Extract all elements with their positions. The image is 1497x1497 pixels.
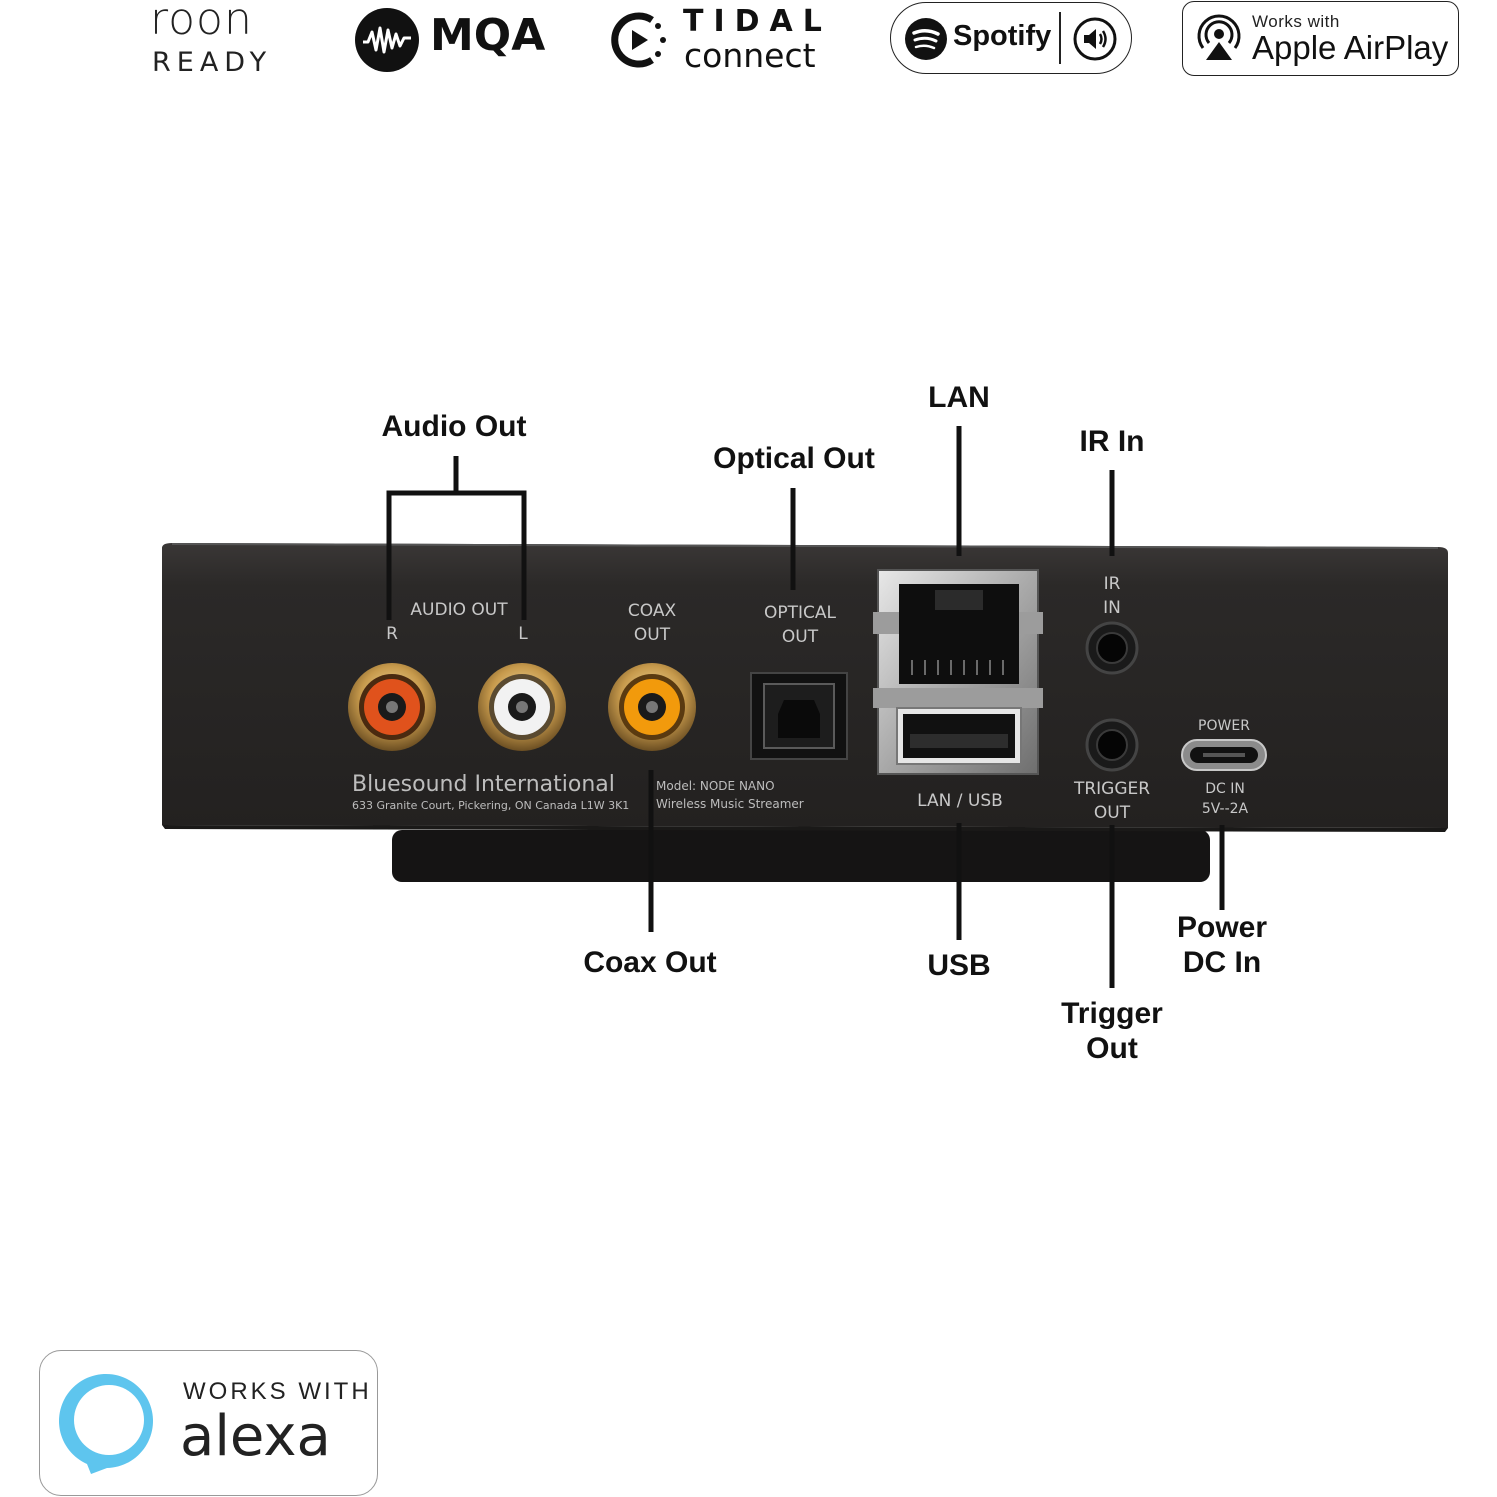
callout-power-dc-in-2: DC In xyxy=(1182,946,1262,979)
optical-port xyxy=(750,672,848,760)
callout-power-dc-in: Power DC In xyxy=(1152,910,1292,980)
ir-in-jack xyxy=(1085,621,1139,675)
callout-trigger-out-1: Trigger xyxy=(1061,997,1163,1030)
speaker-icon xyxy=(1073,17,1117,61)
panel-label-audio-out: AUDIO OUT xyxy=(410,600,508,620)
panel-label-dc-1: DC IN xyxy=(1205,781,1245,797)
panel-address: 633 Granite Court, Pickering, ON Canada … xyxy=(352,799,630,812)
airplay-title: Apple AirPlay xyxy=(1252,29,1449,66)
panel-label-coax-2: OUT xyxy=(633,625,671,645)
alexa-works-with: WORKS WITH xyxy=(183,1378,372,1405)
tidal-logo-text: TIDAL xyxy=(683,4,832,39)
panel-label-optical-2: OUT xyxy=(781,627,819,647)
mqa-wave-icon xyxy=(355,8,419,72)
panel-model-desc: Wireless Music Streamer xyxy=(656,797,804,811)
panel-label-dc-2: 5V--2A xyxy=(1201,801,1249,817)
spotify-logo-text: Spotify xyxy=(953,20,1052,52)
alexa-word: alexa xyxy=(180,1404,331,1469)
callout-lines xyxy=(386,426,1225,988)
mqa-logo-text: MQA xyxy=(430,10,546,61)
callout-trigger-out: Trigger Out xyxy=(1042,996,1182,1066)
panel-label-r: R xyxy=(386,624,398,644)
spotify-icon xyxy=(905,18,947,60)
lan-usb-housing xyxy=(873,569,1043,775)
panel-label-dc: DC IN 5V--2A xyxy=(1180,779,1270,819)
usb-c-power-port xyxy=(1181,739,1267,771)
panel-brand: Bluesound International xyxy=(352,772,615,797)
callout-power-dc-in-1: Power xyxy=(1176,911,1268,944)
rca-left-jack xyxy=(478,663,566,751)
roon-ready-label: READY xyxy=(152,47,273,78)
panel-model: Model: NODE NANO xyxy=(656,779,775,793)
tidal-connect-icon xyxy=(611,12,666,68)
panel-label-ir-2: IN xyxy=(1103,598,1121,618)
callout-usb: USB xyxy=(927,949,991,982)
panel-label-coax: COAX OUT xyxy=(612,599,692,647)
airplay-works-with: Works with xyxy=(1252,12,1340,31)
panel-label-trigger-2: OUT xyxy=(1093,803,1131,823)
roon-logo-word: roon xyxy=(150,0,253,45)
panel-label-l: L xyxy=(518,624,528,644)
callout-trigger-out-2: Out xyxy=(1086,1032,1138,1065)
alexa-badge xyxy=(39,1350,378,1496)
spotify-divider xyxy=(1059,12,1061,64)
panel-label-power: POWER xyxy=(1198,718,1250,734)
panel-label-ir: IR IN xyxy=(1092,572,1132,620)
panel-label-coax-1: COAX xyxy=(627,601,677,621)
callout-audio-out: Audio Out xyxy=(381,410,527,443)
panel-label-lan-usb: LAN / USB xyxy=(917,791,1003,811)
device-foot xyxy=(392,830,1210,882)
airplay-badge xyxy=(1182,1,1459,76)
callout-coax-out: Coax Out xyxy=(583,946,717,979)
coax-jack xyxy=(608,663,696,751)
rca-right-jack xyxy=(348,663,436,751)
trigger-out-jack xyxy=(1085,718,1139,772)
panel-label-optical-1: OPTICAL xyxy=(763,603,836,623)
callout-optical-out: Optical Out xyxy=(713,442,875,475)
callout-ir-in: IR In xyxy=(1079,425,1145,458)
tidal-connect-text: connect xyxy=(684,36,816,75)
alexa-ring-icon xyxy=(58,1374,153,1474)
callout-lan: LAN xyxy=(928,381,990,414)
spotify-connect-badge xyxy=(890,2,1132,74)
panel-label-trigger: TRIGGER OUT xyxy=(1062,777,1162,825)
airplay-icon xyxy=(1197,14,1241,60)
panel-label-ir-1: IR xyxy=(1103,574,1121,594)
panel-label-optical: OPTICAL OUT xyxy=(752,601,848,649)
panel-label-trigger-1: TRIGGER xyxy=(1073,779,1151,799)
